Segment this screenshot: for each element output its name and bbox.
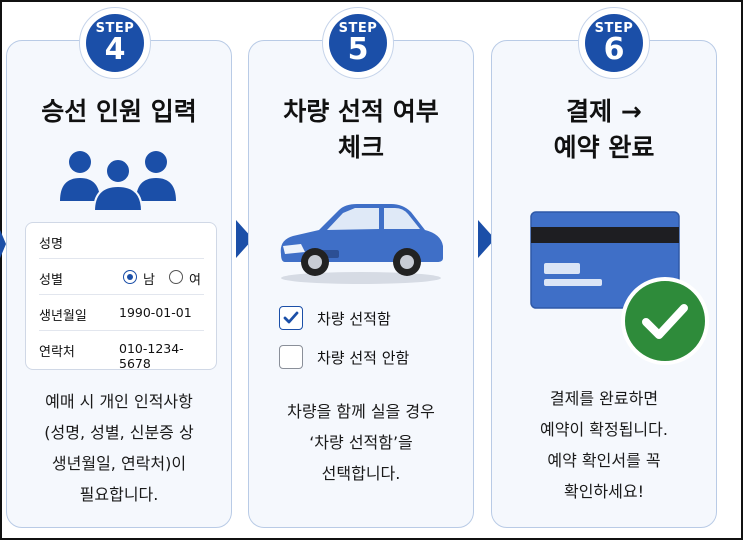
step-6-title: 결제 → 예약 완료 [492,94,716,166]
phone-row: 연락처 010-1234-5678 [39,331,204,371]
vehicle-ship-label: 차량 선적함 [317,310,391,328]
step-5-badge: STEP 5 [322,7,394,79]
title-line: 차량 선적 여부 [283,97,439,126]
step-6-panel: 결제 → 예약 완료 결제를 완료하면 예약이 확정됩니다. 예약 확인서를 꼭… [491,40,717,528]
step-4-badge: STEP 4 [79,7,151,79]
gender-row: 성별 남 여 [39,259,204,295]
step-number: 6 [603,32,625,67]
car-icon [280,204,443,284]
desc-line: 차량을 함께 실을 경우 [287,402,435,421]
gender-female-label: 여 [189,273,201,288]
desc-line: 생년월일, 연락처)이 [51,454,187,473]
step-number: 5 [347,32,369,67]
desc-line: 예매 시 개인 인적사항 [45,392,193,411]
people-icon [60,151,176,212]
step-5-panel: 차량 선적 여부 체크 차량 선적함 차량 선적 안함 차량을 함께 실을 경우… [248,40,474,528]
birth-label: 생년월일 [39,309,87,324]
passenger-form: 성명 성별 남 여 생년월일 1990-01-01 연락처 010-1234-5… [25,222,217,371]
step-5-description: 차량을 함께 실을 경우 ‘차량 선적함’을 선택합니다. [249,396,473,489]
step-4-panel: 승선 인원 입력 성명 성별 남 여 생년월일 1990-01-01 연락처 0… [6,40,232,528]
step-5-title: 차량 선적 여부 체크 [249,94,473,166]
phone-value: 010-1234-5678 [119,341,184,371]
desc-line: 결제를 완료하면 [549,389,659,408]
vehicle-no-ship-checkbox[interactable] [279,345,303,369]
step-4-title: 승선 인원 입력 [41,97,197,126]
step-4-description: 예매 시 개인 인적사항 (성명, 성별, 신분증 상 생년월일, 연락처)이 … [7,386,231,510]
desc-line: 확인하세요! [563,482,644,501]
step-word: STEP [594,21,634,36]
step-word: STEP [338,21,378,36]
desc-line: 예약 확인서를 꼭 [547,451,661,470]
check-circle-icon [621,277,709,365]
desc-line: 선택합니다. [321,464,401,483]
name-label: 성명 [39,237,63,252]
arrow-right-icon [478,220,495,258]
desc-line: 필요합니다. [79,485,159,504]
birth-row: 생년월일 1990-01-01 [39,295,204,331]
name-row: 성명 [39,223,204,259]
birth-value: 1990-01-01 [119,305,192,320]
step-6-description: 결제를 완료하면 예약이 확정됩니다. 예약 확인서를 꼭 확인하세요! [492,383,716,507]
desc-line: 예약이 확정됩니다. [540,420,668,439]
phone-label: 연락처 [39,345,75,360]
gender-male-radio[interactable] [123,270,137,284]
step-number: 4 [104,32,126,67]
title-line: 결제 → [566,97,642,126]
vehicle-ship-checkbox[interactable] [279,306,303,330]
checkmark-icon [283,311,299,324]
gender-female-radio[interactable] [169,270,183,284]
title-line: 예약 완료 [553,133,655,162]
step-word: STEP [95,21,135,36]
vehicle-no-ship-label: 차량 선적 안함 [317,349,410,367]
step-6-badge: STEP 6 [578,7,650,79]
desc-line: ‘차량 선적함’을 [309,433,413,452]
gender-label: 성별 [39,273,63,288]
desc-line: (성명, 성별, 신분증 상 [44,423,194,442]
gender-male-label: 남 [143,273,155,288]
title-line: 체크 [337,133,384,162]
arrow-right-icon [0,225,6,263]
